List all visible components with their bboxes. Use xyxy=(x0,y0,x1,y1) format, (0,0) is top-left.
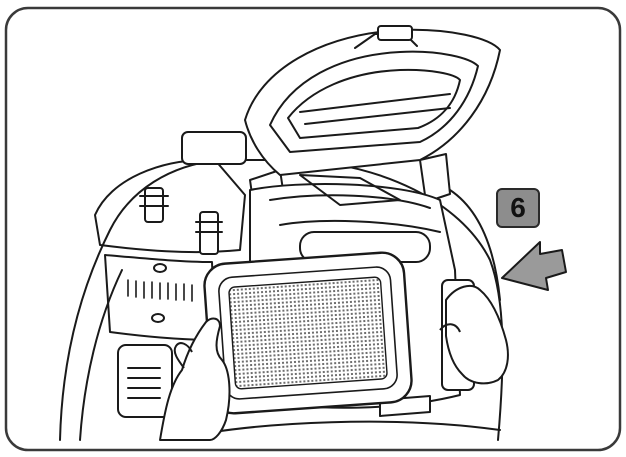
hand-right xyxy=(439,279,509,391)
step-number: 6 xyxy=(510,192,526,223)
filter-mesh xyxy=(228,276,388,390)
hand-left xyxy=(159,317,231,441)
handle-housing xyxy=(94,158,246,254)
vent-slots xyxy=(127,279,193,302)
power-socket xyxy=(117,344,173,418)
step-badge: 6 xyxy=(496,188,540,228)
push-arrow-icon xyxy=(501,241,567,291)
filter-panel xyxy=(203,251,413,415)
